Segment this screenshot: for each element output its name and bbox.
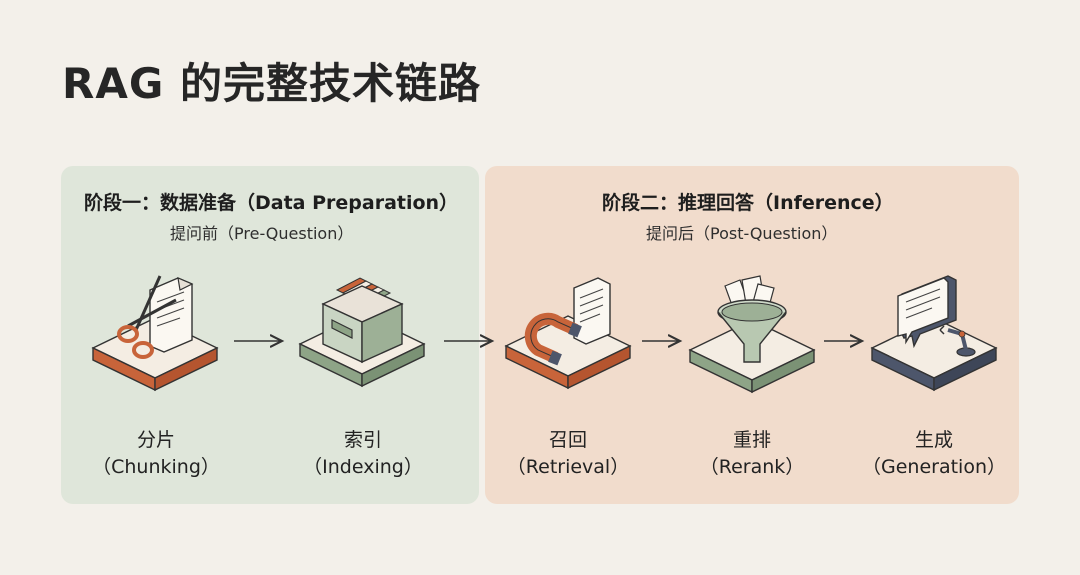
magnet-document-icon — [504, 277, 632, 390]
phase-subtitle-post-question: 提问后（Post-Question） — [646, 224, 838, 243]
step-sublabel-retrieval: （Retrieval） — [506, 456, 630, 478]
step-label-rerank: 重排 — [732, 429, 771, 451]
file-box-icon — [298, 277, 426, 388]
step-label-chunking: 分片 — [136, 429, 175, 451]
step-label-indexing: 索引 — [343, 429, 382, 451]
step-sublabel-rerank: （Rerank） — [699, 456, 805, 478]
phase-title-inference: 阶段二：推理回答（Inference） — [602, 192, 894, 214]
scissors-document-icon — [91, 275, 219, 392]
chat-robot-arm-icon — [870, 275, 998, 392]
step-sublabel-generation: （Generation） — [862, 456, 1006, 478]
step-label-retrieval: 召回 — [548, 429, 587, 451]
phase-title-data-preparation: 阶段一：数据准备（Data Preparation） — [84, 192, 459, 214]
step-sublabel-chunking: （Chunking） — [92, 456, 220, 478]
step-label-generation: 生成 — [914, 429, 953, 451]
step-sublabel-indexing: （Indexing） — [303, 456, 423, 478]
page-title: RAG 的完整技术链路 — [62, 59, 481, 108]
funnel-documents-icon — [688, 275, 816, 394]
phase-subtitle-pre-question: 提问前（Pre-Question） — [170, 224, 354, 243]
